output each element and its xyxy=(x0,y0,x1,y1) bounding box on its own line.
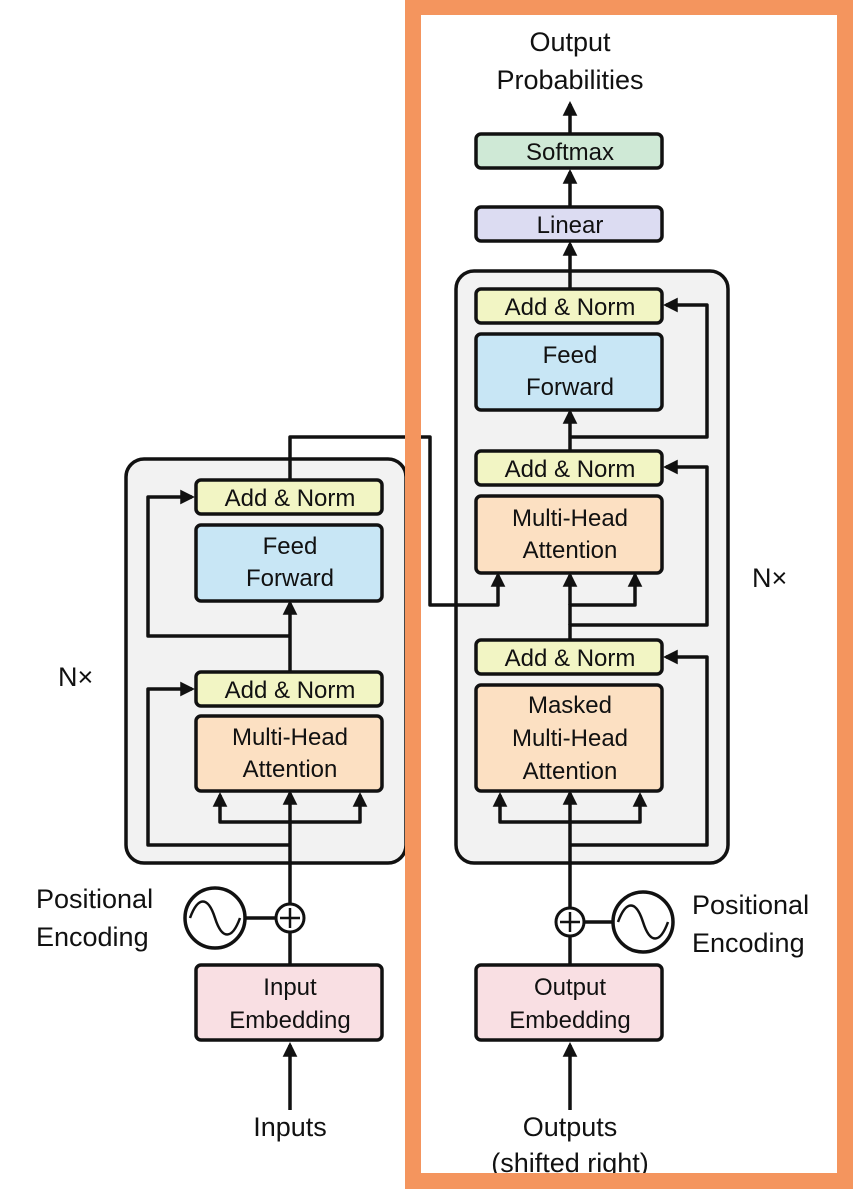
svg-text:Multi-Head: Multi-Head xyxy=(512,725,628,752)
encoder-stack xyxy=(124,457,408,865)
output-embedding: Output Embedding xyxy=(474,963,664,1042)
decoder-repeat-label: N× xyxy=(752,563,787,593)
sine-wave-icon xyxy=(183,886,247,950)
encoder-positional-encoding xyxy=(183,886,306,950)
svg-text:Add & Norm: Add & Norm xyxy=(225,485,356,512)
encoder-add-norm-top: Add & Norm xyxy=(194,478,384,516)
sine-wave-icon xyxy=(611,890,675,954)
encoder-multi-head-attention: Multi-Head Attention xyxy=(194,714,384,793)
decoder-highlight-frame xyxy=(405,0,853,1189)
svg-text:Attention: Attention xyxy=(523,537,618,564)
svg-text:Add & Norm: Add & Norm xyxy=(505,294,636,321)
svg-text:Add & Norm: Add & Norm xyxy=(505,456,636,483)
svg-text:Attention: Attention xyxy=(243,756,338,783)
svg-text:Input: Input xyxy=(263,974,317,1001)
svg-text:Linear: Linear xyxy=(537,212,604,239)
plus-circle-icon xyxy=(274,902,306,934)
svg-text:Multi-Head: Multi-Head xyxy=(512,505,628,532)
svg-text:Output: Output xyxy=(534,974,606,1001)
svg-text:Multi-Head: Multi-Head xyxy=(232,724,348,751)
svg-text:Masked: Masked xyxy=(528,692,612,719)
decoder-masked-attention: Masked Multi-Head Attention xyxy=(474,683,664,793)
svg-text:Softmax: Softmax xyxy=(526,139,614,166)
svg-text:Embedding: Embedding xyxy=(509,1007,630,1034)
svg-text:Add & Norm: Add & Norm xyxy=(505,645,636,672)
decoder-add-norm-bottom: Add & Norm xyxy=(474,638,664,676)
decoder-connections xyxy=(492,101,709,1110)
encoder-positional-label-2: Encoding xyxy=(36,922,149,952)
encoder-feed-forward: Feed Forward xyxy=(194,523,384,603)
svg-text:Attention: Attention xyxy=(523,758,618,785)
svg-text:Forward: Forward xyxy=(246,565,334,592)
output-probabilities-label: Output xyxy=(529,27,611,57)
decoder-positional-label: Positional xyxy=(692,890,809,920)
decoder-cross-attention: Multi-Head Attention xyxy=(474,494,664,575)
svg-text:Forward: Forward xyxy=(526,374,614,401)
svg-text:Add & Norm: Add & Norm xyxy=(225,677,356,704)
encoder-add-norm-bottom: Add & Norm xyxy=(194,670,384,708)
encoder-positional-label: Positional xyxy=(36,884,153,914)
svg-text:Feed: Feed xyxy=(543,342,598,369)
decoder-positional-label-2: Encoding xyxy=(692,928,805,958)
input-embedding: Input Embedding xyxy=(194,963,384,1042)
decoder-add-norm-top: Add & Norm xyxy=(474,287,664,325)
encoder-connections xyxy=(146,435,506,1110)
svg-text:Embedding: Embedding xyxy=(229,1007,350,1034)
decoder-feed-forward: Feed Forward xyxy=(474,332,664,412)
outputs-label: Outputs xyxy=(523,1112,618,1142)
output-probabilities-label-2: Probabilities xyxy=(496,65,643,95)
softmax-block: Softmax xyxy=(474,132,664,170)
decoder-positional-encoding xyxy=(554,890,675,954)
svg-text:Feed: Feed xyxy=(263,533,318,560)
inputs-label: Inputs xyxy=(253,1112,327,1142)
plus-circle-icon xyxy=(554,906,586,938)
linear-block: Linear xyxy=(474,205,664,243)
decoder-add-norm-mid: Add & Norm xyxy=(474,449,664,487)
encoder-repeat-label: N× xyxy=(58,662,93,692)
